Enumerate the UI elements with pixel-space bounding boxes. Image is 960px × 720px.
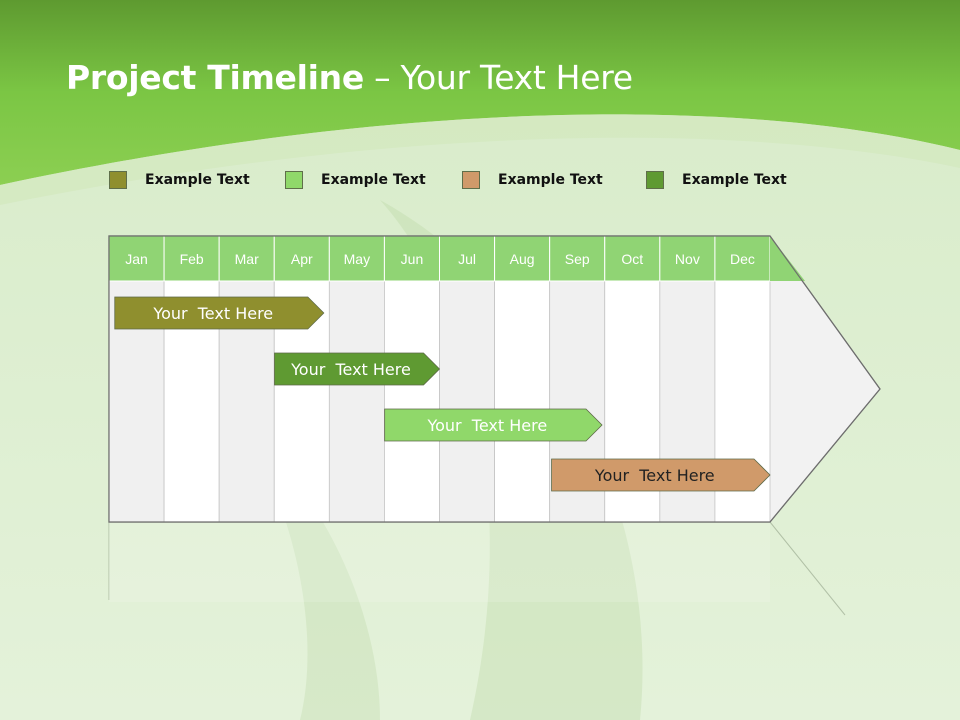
month-header-cell [659,235,716,282]
month-label: Dec [730,251,755,267]
legend-label-3: Example Text [498,172,603,188]
month-label: Sep [565,251,590,267]
month-column [439,280,495,523]
month-header-cell [549,235,606,282]
month-label: Apr [291,251,313,267]
month-header-cell [328,235,385,282]
month-header-cell [383,235,440,282]
task-bar [114,296,325,330]
legend-swatch-3 [462,171,480,189]
month-label: Nov [675,251,700,267]
legend-label-2: Example Text [321,172,426,188]
task-bar [551,458,771,492]
task-bar-label: Your Text Here [290,360,411,379]
month-label: Mar [235,251,259,267]
month-header-cell [714,235,771,282]
month-label: Jan [125,251,148,267]
title-rest-part: – Your Text Here [363,58,633,97]
month-label: Oct [621,251,643,267]
month-column [494,280,551,523]
header-band [0,0,960,185]
month-column [328,280,385,523]
legend-label-4: Example Text [682,172,787,188]
chart-reflection [108,521,846,616]
month-header-cell [218,235,275,282]
page-title: Project Timeline – Your Text Here [66,58,633,97]
task-bar [274,352,441,386]
month-label: Aug [510,251,535,267]
task-bar [384,408,603,442]
month-header-cell [604,235,661,282]
legend-swatch-4 [646,171,664,189]
timeline-chart: Jan Feb Mar Apr May Jun Jul Aug Sep Oct Nov DecYour… [108,235,881,616]
month-header-cell [163,235,220,282]
leaf-shadow [240,420,380,720]
timeline-arrow-outline [108,235,881,523]
month-label: Jun [401,251,424,267]
reflection-arrow-edge [769,521,846,616]
month-label: May [344,251,370,267]
task-bar-label: Your Text Here [594,466,715,485]
legend-swatch-1 [109,171,127,189]
title-bold-part: Project Timeline [66,58,364,97]
month-label: Feb [180,251,204,267]
task-bar-label: Your Text Here [426,416,547,435]
month-header-cell [494,235,551,282]
reflection-fill [109,522,770,602]
legend-swatch-2 [285,171,303,189]
task-bar-label: Your Text Here [152,304,273,323]
header-band-swoosh [0,114,960,205]
month-label: Jul [458,251,476,267]
month-column [384,280,440,523]
legend-label-1: Example Text [145,172,250,188]
